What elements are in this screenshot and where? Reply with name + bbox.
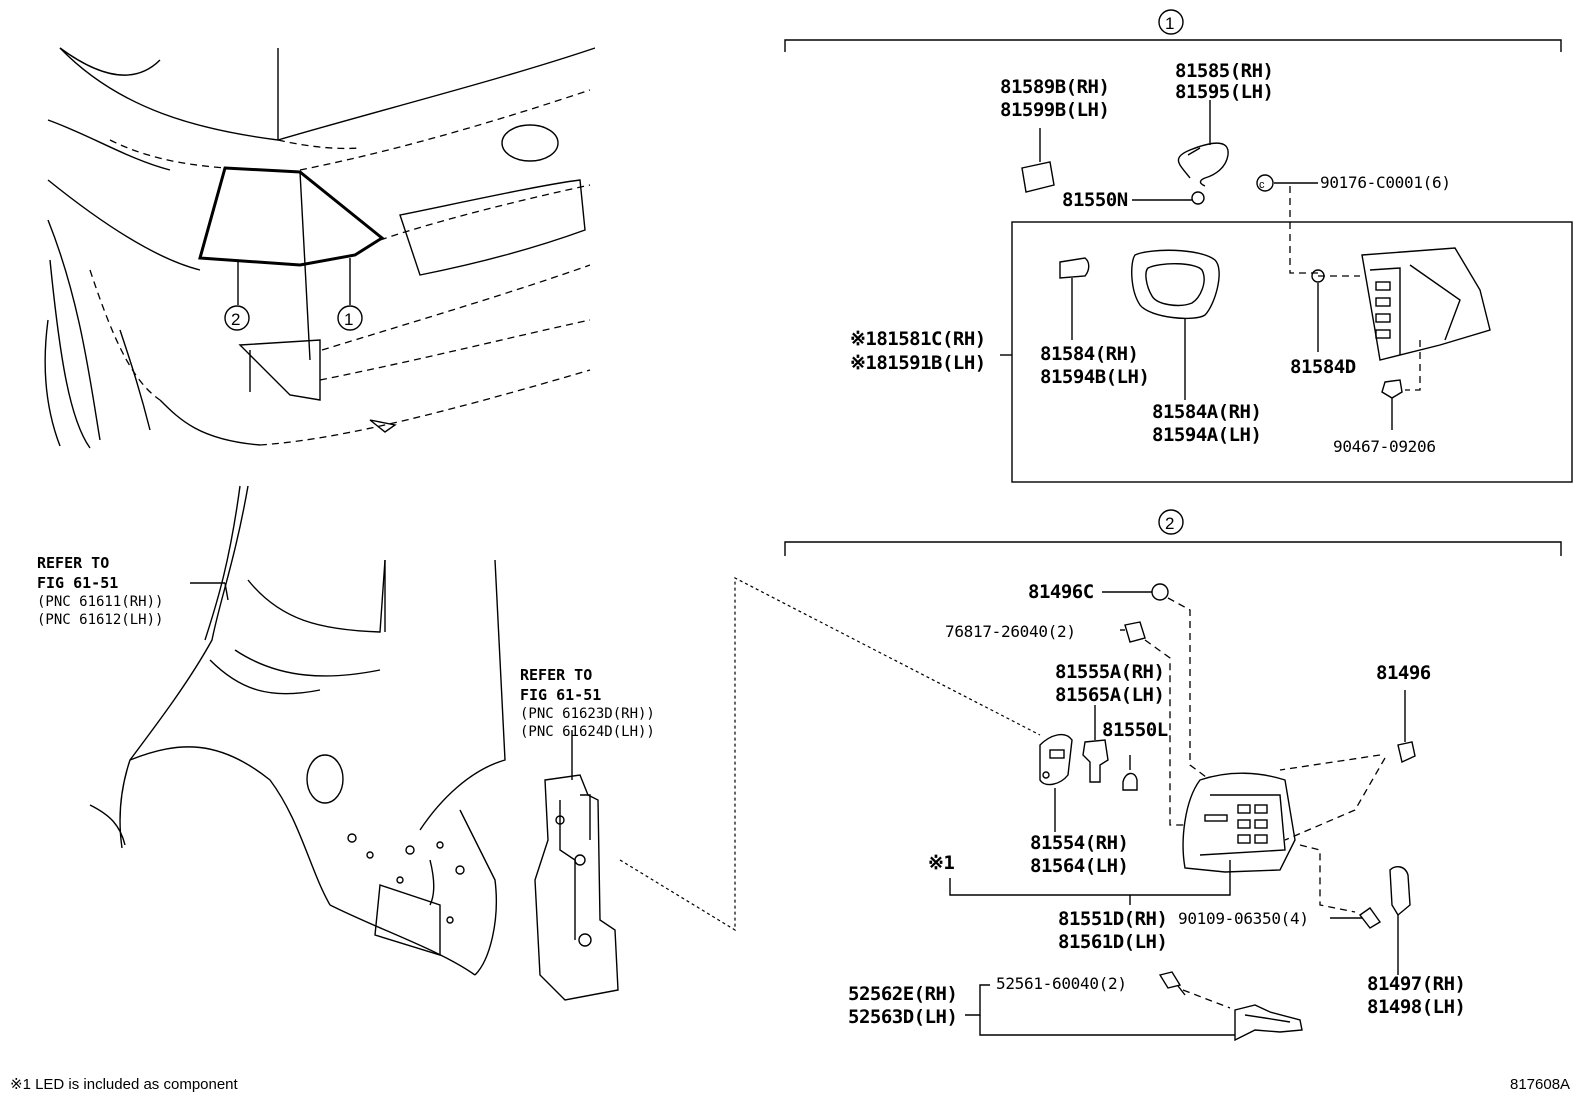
group-1: 1 c: [784, 9, 1573, 483]
label-81584d: 81584D: [1290, 356, 1356, 378]
label-81594a: 81594A(LH): [1152, 424, 1261, 446]
label-81581c: ※181581C(RH): [850, 328, 986, 350]
figure-id: 817608A: [1510, 1076, 1570, 1093]
label-81550n: 81550N: [1062, 189, 1128, 211]
label-81595: 81595(LH): [1175, 81, 1273, 103]
label-81554: 81554(RH): [1030, 832, 1128, 854]
callout-1-label: 1: [344, 310, 353, 329]
quarter-panel-view: [89, 485, 506, 976]
label-81496c: 81496C: [1028, 581, 1094, 603]
group2-callout: 2: [1165, 514, 1174, 533]
refer2-line2: FIG 61-51: [520, 686, 601, 704]
label-81498: 81498(LH): [1367, 996, 1465, 1018]
vehicle-rear-view: 2 1: [44, 47, 596, 449]
label-81589b: 81589B(RH): [1000, 76, 1109, 98]
label-81599b: 81599B(LH): [1000, 99, 1109, 121]
label-90109: 90109-06350(4): [1178, 909, 1309, 928]
label-81584: 81584(RH): [1040, 343, 1138, 365]
label-81591b: ※181591B(LH): [850, 352, 986, 374]
refer1-line2: FIG 61-51: [37, 574, 118, 592]
label-81584a: 81584A(RH): [1152, 401, 1261, 423]
label-81497: 81497(RH): [1367, 973, 1465, 995]
label-81561d: 81561D(LH): [1058, 931, 1167, 953]
label-90176: 90176-C0001(6): [1320, 173, 1451, 192]
label-mark1: ※1: [928, 852, 954, 874]
svg-text:c: c: [1259, 179, 1265, 191]
label-52561: 52561-60040(2): [996, 974, 1127, 993]
label-81564: 81564(LH): [1030, 855, 1128, 877]
footnote: ※1 LED is included as component: [10, 1076, 239, 1093]
refer1-line1: REFER TO: [37, 554, 109, 572]
label-81555a: 81555A(RH): [1055, 661, 1164, 683]
label-81496: 81496: [1376, 662, 1431, 684]
label-90467: 90467-09206: [1333, 437, 1436, 456]
refer2-line4: (PNC 61624D(LH)): [520, 724, 655, 740]
refer1-line3: (PNC 61611(RH)): [37, 594, 163, 610]
label-81550l: 81550L: [1102, 719, 1168, 741]
refer2-line3: (PNC 61623D(RH)): [520, 706, 655, 722]
label-81585: 81585(RH): [1175, 60, 1273, 82]
refer1-line4: (PNC 61612(LH)): [37, 612, 163, 628]
group-2: 2: [784, 509, 1562, 1042]
label-52563d: 52563D(LH): [848, 1006, 957, 1028]
bracket-part: [534, 730, 619, 1001]
label-81551d: 81551D(RH): [1058, 908, 1167, 930]
label-81594b: 81594B(LH): [1040, 366, 1149, 388]
group1-callout: 1: [1165, 14, 1174, 33]
label-52562e: 52562E(RH): [848, 983, 957, 1005]
label-76817: 76817-26040(2): [945, 622, 1076, 641]
callout-2-label: 2: [231, 310, 240, 329]
label-81565a: 81565A(LH): [1055, 684, 1164, 706]
refer2-line1: REFER TO: [520, 666, 592, 684]
